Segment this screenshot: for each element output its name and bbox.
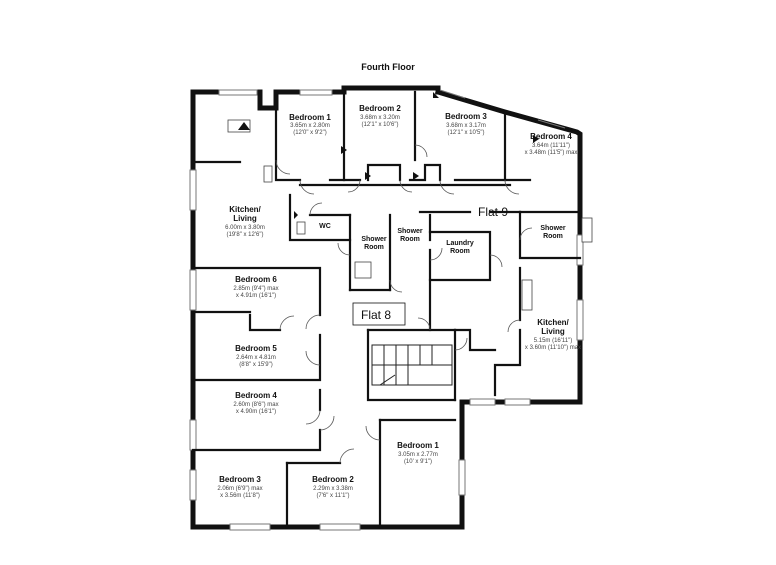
room-f9-kitchen-living: Kitchen/ Living 5.15m (16'11") x 3.60m (… — [525, 318, 581, 351]
flat-9-label: Flat 9 — [478, 205, 508, 219]
svg-text:WC: WC — [319, 223, 331, 230]
svg-text:x 4.90m (16'1"): x 4.90m (16'1") — [236, 409, 276, 415]
svg-text:(7'6" x 11'1"): (7'6" x 11'1") — [316, 493, 349, 499]
room-shower-3: Shower Room — [540, 225, 566, 240]
room-laundry: Laundry Room — [446, 240, 474, 255]
room-f8-bedroom-6: Bedroom 6 2.85m (9'4") max x 4.91m (16'1… — [233, 275, 278, 299]
svg-text:5.15m (16'11"): 5.15m (16'11") — [534, 338, 573, 344]
svg-text:6.00m x 3.80m: 6.00m x 3.80m — [225, 225, 265, 231]
shower-tray — [581, 217, 593, 243]
room-f8-bedroom-3: Bedroom 3 2.06m (6'9") max x 3.56m (11'8… — [217, 475, 262, 499]
svg-text:2.06m (6'9") max: 2.06m (6'9") max — [217, 486, 262, 492]
svg-text:(8'8" x 15'9"): (8'8" x 15'9") — [239, 362, 273, 368]
room-shower-2: Shower Room — [397, 228, 423, 243]
door-swings — [275, 144, 533, 464]
room-wc: WC — [319, 223, 331, 230]
svg-text:Bedroom 1: Bedroom 1 — [397, 441, 439, 450]
svg-text:2.64m x 4.81m: 2.64m x 4.81m — [236, 355, 276, 361]
windows — [189, 89, 584, 531]
svg-text:(12'0" x 9'2"): (12'0" x 9'2") — [293, 130, 327, 136]
svg-text:Bedroom 5: Bedroom 5 — [235, 344, 277, 353]
flat-8-label: Flat 8 — [361, 308, 391, 322]
flat-8-label-box: Flat 8 — [352, 302, 406, 326]
svg-text:x 4.91m (16'1"): x 4.91m (16'1") — [236, 293, 276, 299]
svg-text:Living: Living — [233, 214, 257, 223]
svg-text:(10' x 9'1"): (10' x 9'1") — [404, 459, 432, 465]
svg-text:Bedroom 4: Bedroom 4 — [235, 391, 277, 400]
svg-text:Kitchen/: Kitchen/ — [537, 318, 569, 327]
room-f8-bedroom-1: Bedroom 1 3.05m x 2.77m (10' x 9'1") — [397, 441, 439, 465]
svg-text:Laundry: Laundry — [446, 240, 474, 247]
floor-title: Fourth Floor — [361, 62, 415, 72]
svg-text:(12'1" x 10'5"): (12'1" x 10'5") — [448, 130, 485, 136]
north-arrow-icon — [238, 92, 539, 219]
room-f8-bedroom-5: Bedroom 5 2.64m x 4.81m (8'8" x 15'9") — [235, 344, 277, 368]
room-f8-bedroom-4: Bedroom 4 2.60m (8'6") max x 4.90m (16'1… — [233, 391, 278, 415]
interior-walls — [191, 90, 582, 529]
svg-text:Shower: Shower — [361, 236, 387, 243]
svg-text:Living: Living — [541, 327, 565, 336]
wc-toilet — [296, 221, 306, 235]
svg-text:Shower: Shower — [540, 225, 566, 232]
room-f9-bedroom-3: Bedroom 3 3.68m x 3.17m (12'1" x 10'5") — [445, 112, 487, 136]
svg-text:Bedroom 2: Bedroom 2 — [312, 475, 354, 484]
shower-tray — [354, 261, 372, 279]
svg-text:3.05m x 2.77m: 3.05m x 2.77m — [398, 452, 438, 458]
svg-text:(19'8" x 12'6"): (19'8" x 12'6") — [227, 232, 264, 238]
fixtures — [227, 119, 593, 311]
svg-text:3.65m x 2.80m: 3.65m x 2.80m — [290, 123, 330, 129]
svg-text:Room: Room — [400, 236, 420, 243]
svg-text:3.64m (11'11"): 3.64m (11'11") — [532, 143, 570, 149]
svg-text:Bedroom 6: Bedroom 6 — [235, 275, 277, 284]
svg-text:(12'1" x 10'6"): (12'1" x 10'6") — [362, 122, 399, 128]
room-f8-kitchen-living: Kitchen/ Living 6.00m x 3.80m (19'8" x 1… — [225, 205, 265, 238]
svg-text:Kitchen/: Kitchen/ — [229, 205, 261, 214]
svg-text:2.29m x 3.38m: 2.29m x 3.38m — [313, 486, 353, 492]
svg-text:x 3.48m (11'5") max: x 3.48m (11'5") max — [525, 150, 578, 156]
svg-text:3.68m x 3.17m: 3.68m x 3.17m — [446, 123, 486, 129]
svg-text:Bedroom 4: Bedroom 4 — [530, 132, 572, 141]
stairs-icon — [371, 344, 453, 386]
room-f9-bedroom-4: Bedroom 4 3.64m (11'11") x 3.48m (11'5")… — [525, 132, 578, 156]
svg-text:Bedroom 3: Bedroom 3 — [219, 475, 261, 484]
svg-text:2.85m (9'4") max: 2.85m (9'4") max — [233, 286, 278, 292]
svg-text:Bedroom 2: Bedroom 2 — [359, 104, 401, 113]
svg-text:Room: Room — [543, 233, 563, 240]
svg-text:Room: Room — [364, 244, 384, 251]
svg-text:Bedroom 3: Bedroom 3 — [445, 112, 487, 121]
radiator — [263, 165, 273, 183]
room-shower-1: Shower Room — [361, 236, 387, 251]
room-f8-bedroom-2: Bedroom 2 2.29m x 3.38m (7'6" x 11'1") — [312, 475, 354, 499]
svg-text:x 3.56m (11'8"): x 3.56m (11'8") — [220, 493, 260, 499]
svg-text:Room: Room — [450, 248, 470, 255]
svg-text:Bedroom 1: Bedroom 1 — [289, 113, 331, 122]
svg-text:3.68m x 3.20m: 3.68m x 3.20m — [360, 115, 400, 121]
svg-text:Shower: Shower — [397, 228, 423, 235]
door-swing-icon — [299, 179, 315, 195]
room-f9-bedroom-2: Bedroom 2 3.68m x 3.20m (12'1" x 10'6") — [359, 104, 401, 128]
svg-text:x 3.60m (11'10") max: x 3.60m (11'10") max — [525, 345, 581, 351]
svg-text:2.60m (8'6") max: 2.60m (8'6") max — [233, 402, 278, 408]
kitchen-counter — [521, 279, 533, 311]
room-f9-bedroom-1: Bedroom 1 3.65m x 2.80m (12'0" x 9'2") — [289, 113, 331, 136]
